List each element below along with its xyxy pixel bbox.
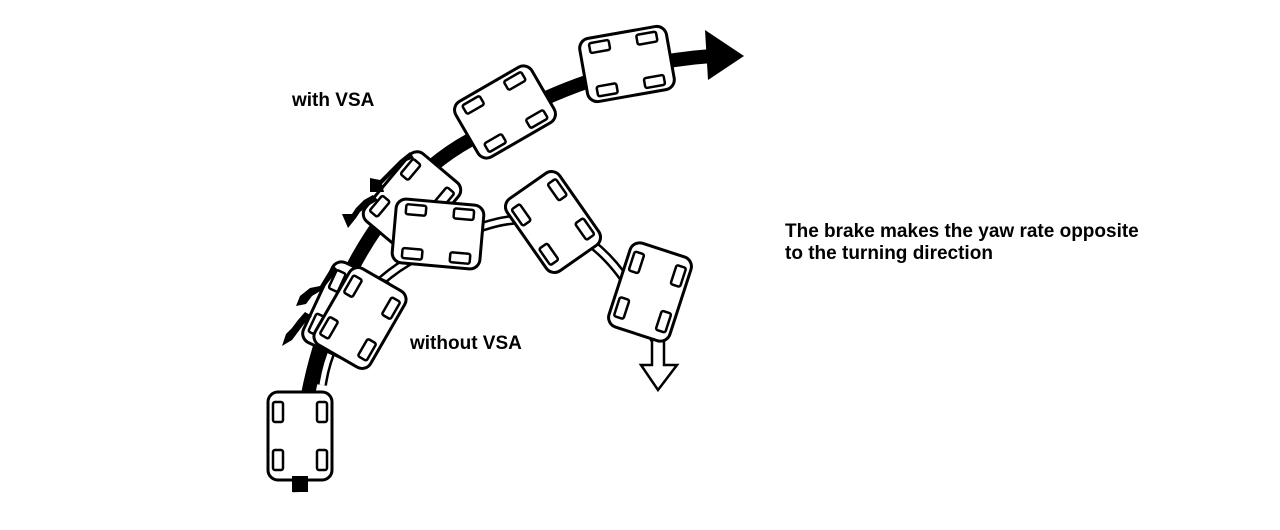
car-without-vsa-2 (389, 196, 487, 272)
with-vsa-label: with VSA (292, 90, 375, 111)
car-without-vsa-4 (604, 238, 696, 346)
with-vsa-arrowhead-icon (705, 30, 744, 80)
car-without-vsa-3 (500, 166, 606, 278)
car-with-vsa-1 (266, 390, 334, 482)
car-with-vsa-5 (576, 23, 678, 105)
explanation-line-1: The brake makes the yaw rate opposite (785, 221, 1139, 242)
explanation-line-2: to the turning direction (785, 243, 993, 264)
explanation-text: The brake makes the yaw rate opposite to… (785, 221, 1139, 265)
without-vsa-arrowhead-icon (638, 336, 680, 393)
path-start-stub (292, 476, 308, 492)
without-vsa-label: without VSA (410, 333, 522, 354)
brake-arrow-icon (282, 152, 414, 346)
